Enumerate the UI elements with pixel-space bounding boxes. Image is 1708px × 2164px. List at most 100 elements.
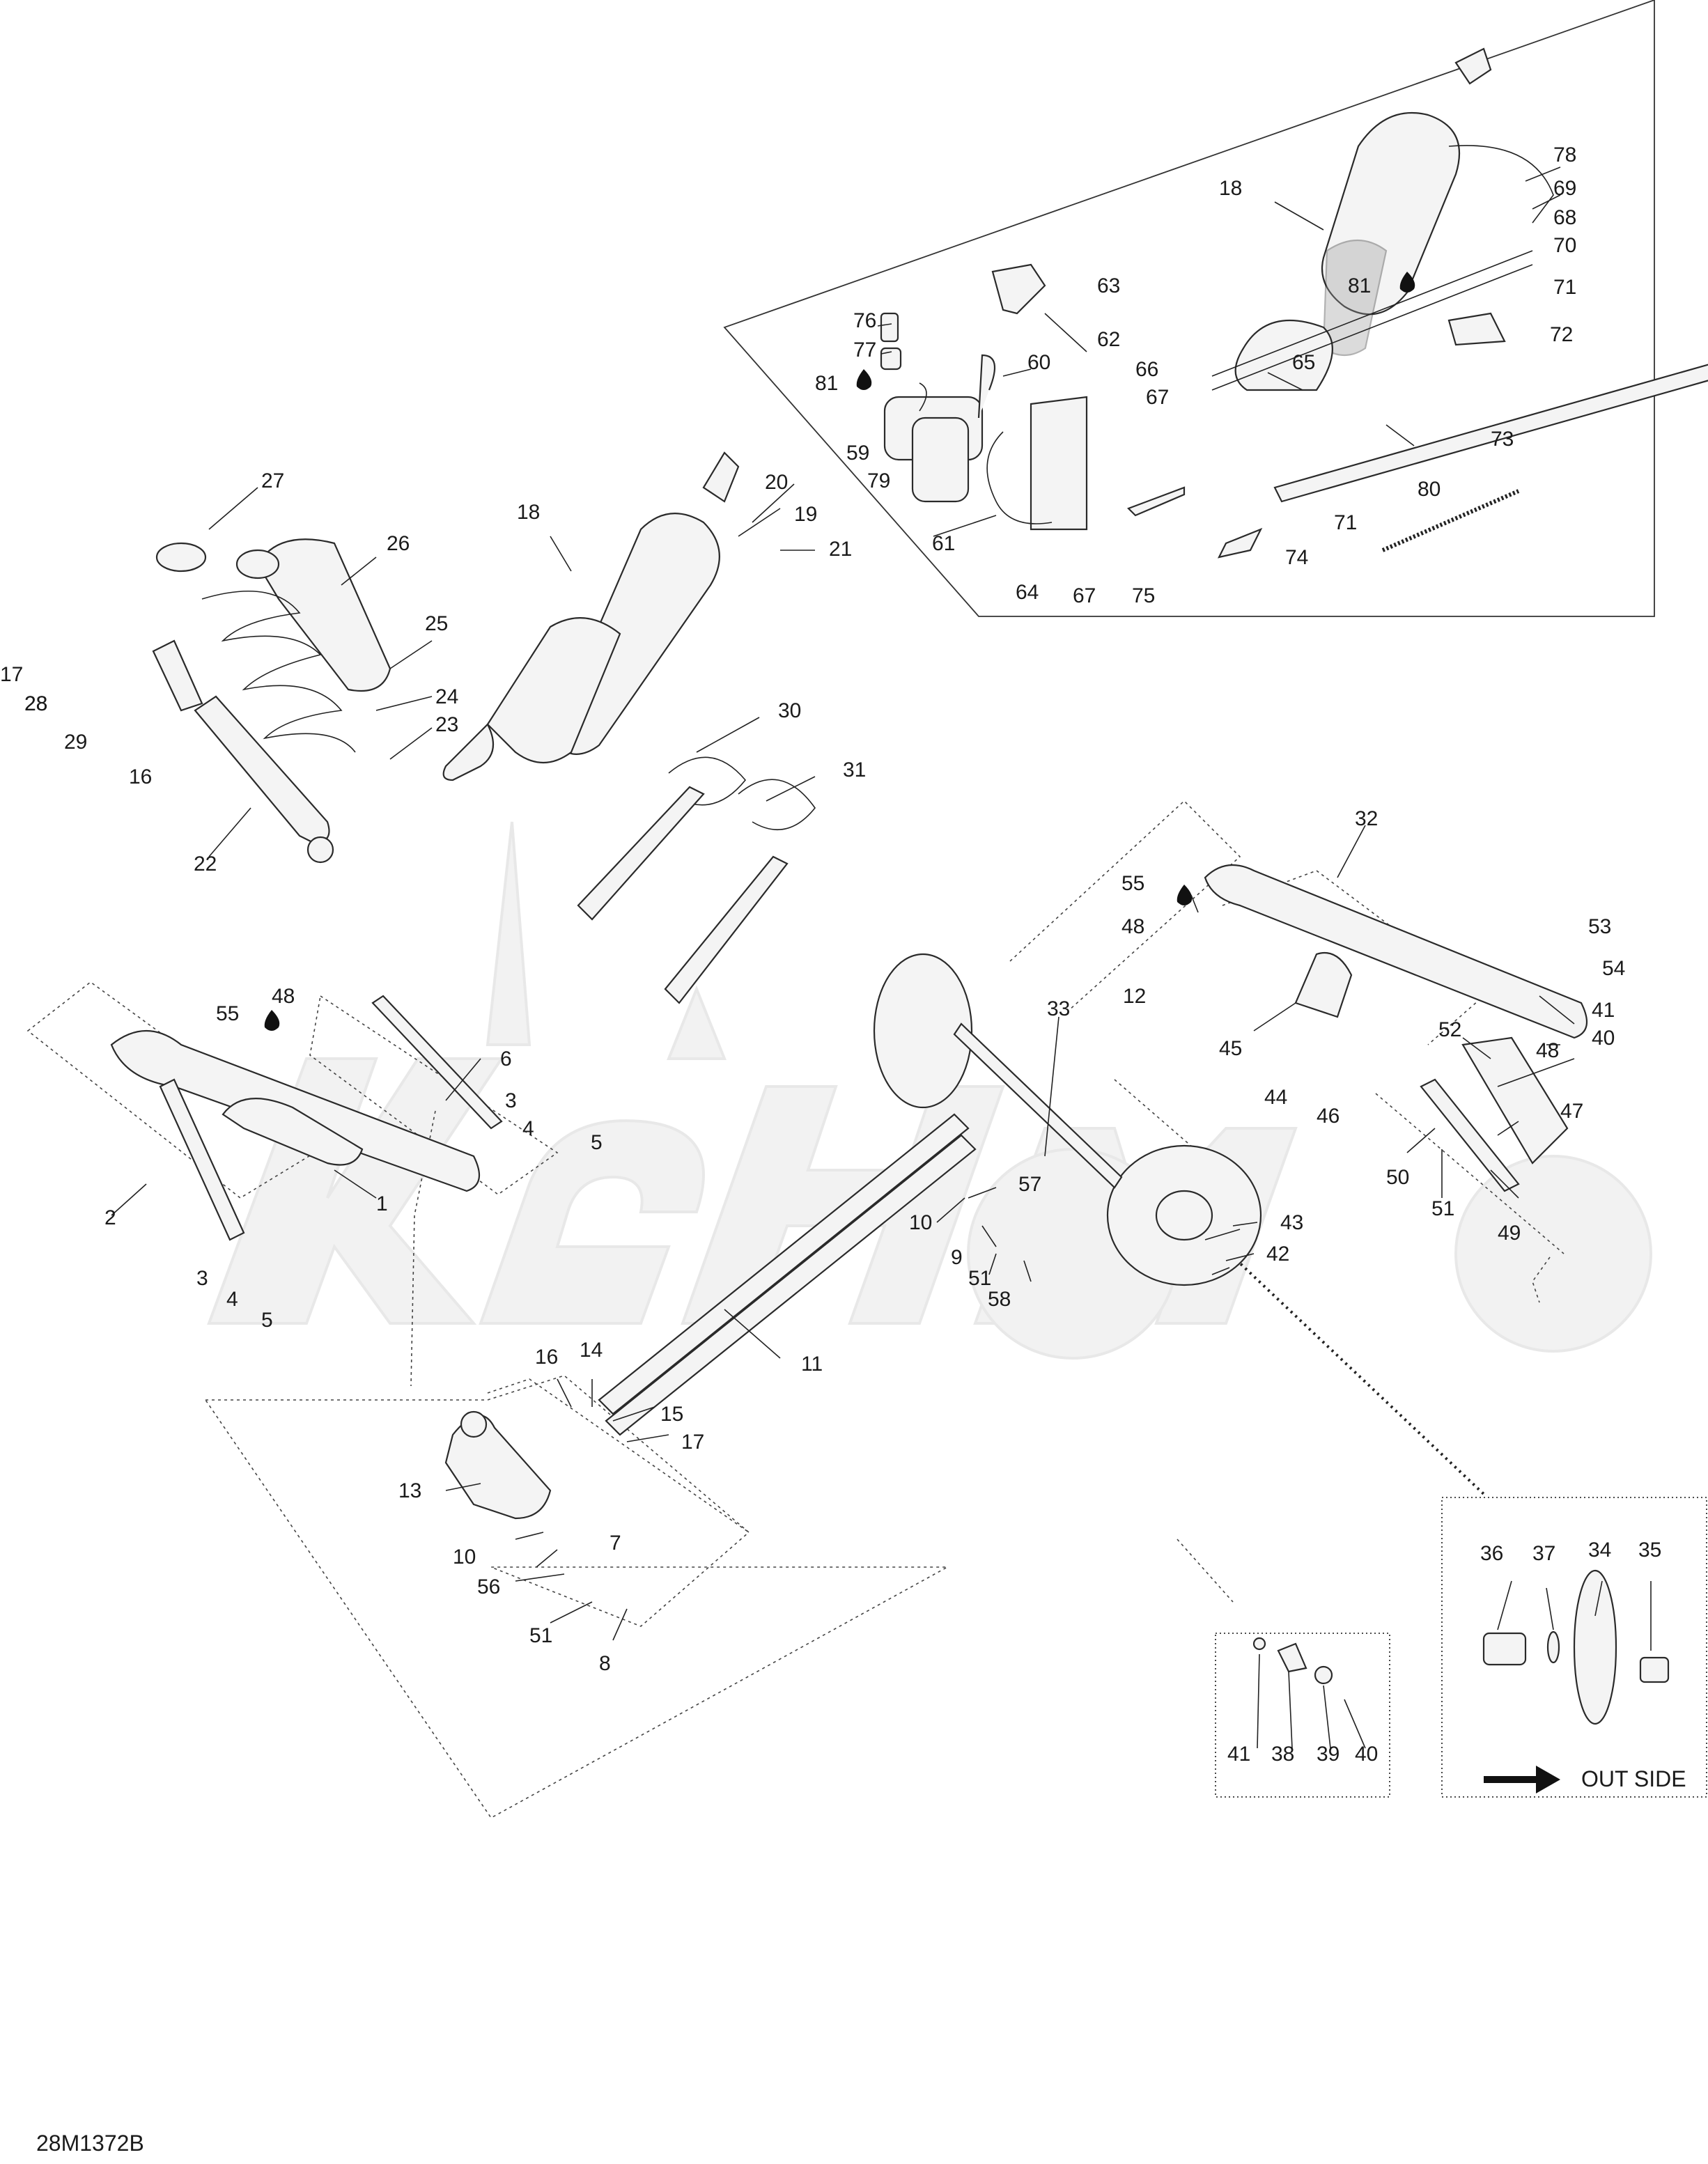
- callout-49: 49: [1498, 1222, 1521, 1245]
- callout-21: 21: [829, 538, 852, 561]
- callout-55-left: 55: [216, 1002, 239, 1025]
- callout-16-left: 16: [129, 765, 152, 788]
- callout-66: 66: [1135, 358, 1158, 381]
- callout-39: 39: [1317, 1743, 1340, 1766]
- callout-41: 41: [1592, 999, 1615, 1022]
- callout-22: 22: [194, 853, 217, 875]
- spring-80: [1381, 489, 1520, 552]
- callout-46: 46: [1317, 1105, 1340, 1128]
- callout-4: 4: [522, 1117, 534, 1140]
- callout-3: 3: [505, 1089, 517, 1112]
- callout-8: 8: [599, 1652, 611, 1675]
- idler-wheel-assembly: [873, 953, 1262, 1286]
- callout-9: 9: [951, 1246, 963, 1269]
- callout-11: 11: [801, 1353, 823, 1376]
- part-drawings: [110, 47, 1708, 1793]
- callout-25: 25: [425, 612, 448, 635]
- callout-59: 59: [846, 442, 869, 465]
- oil-drop-icon: [264, 272, 1415, 1031]
- callout-54: 54: [1602, 957, 1625, 980]
- callout-24: 24: [435, 685, 458, 708]
- callout-18: 18: [517, 501, 540, 524]
- callout-15: 15: [660, 1403, 683, 1426]
- callout-35: 35: [1638, 1539, 1661, 1562]
- rocker-arm: [444, 1410, 552, 1520]
- callout-6: 6: [500, 1048, 512, 1071]
- callout-48: 48: [1536, 1039, 1559, 1062]
- callout-16: 16: [535, 1346, 558, 1369]
- coil-spring-assembly: [152, 538, 391, 864]
- callout-42: 42: [1266, 1243, 1289, 1266]
- callout-leaders: [111, 166, 1652, 1749]
- callout-3-lower: 3: [196, 1267, 208, 1290]
- callout-41-inset: 41: [1227, 1743, 1250, 1766]
- callout-77: 77: [853, 338, 876, 361]
- callout-13: 13: [398, 1479, 421, 1502]
- callout-72: 72: [1550, 323, 1573, 346]
- upper-inset-frame: [723, 0, 1655, 617]
- out-side-label: OUT SIDE: [1581, 1766, 1686, 1791]
- callout-48-left: 48: [272, 985, 295, 1008]
- callout-56: 56: [477, 1575, 500, 1598]
- wheel-inset-frame: [1441, 1497, 1707, 1798]
- callout-18-upper: 18: [1219, 177, 1242, 200]
- callout-34: 34: [1588, 1539, 1611, 1562]
- callout-20: 20: [765, 471, 788, 494]
- callout-45: 45: [1219, 1037, 1242, 1060]
- callout-32: 32: [1355, 807, 1378, 830]
- callout-17-left: 17: [0, 663, 23, 686]
- callout-10-lower: 10: [453, 1546, 476, 1568]
- callout-61: 61: [932, 532, 955, 555]
- callout-65: 65: [1292, 351, 1315, 374]
- callout-81-upper: 81: [1348, 274, 1371, 297]
- callout-75: 75: [1132, 584, 1155, 607]
- callout-76: 76: [853, 309, 876, 332]
- callout-33: 33: [1047, 997, 1070, 1020]
- callout-37: 37: [1532, 1542, 1555, 1565]
- callout-50: 50: [1386, 1166, 1409, 1189]
- callout-48-mid: 48: [1121, 915, 1144, 938]
- motor-bracket: [986, 263, 1088, 531]
- rear-arm: [1204, 864, 1588, 1192]
- callout-labels: 1 2 3 4 5 6 7 8 9 10 11 12 13 14 15 16 1…: [0, 143, 1661, 1766]
- swing-arm-front: [110, 995, 503, 1241]
- callout-79: 79: [867, 469, 890, 492]
- arrow-right-icon: [1484, 1766, 1560, 1793]
- callout-62: 62: [1097, 328, 1120, 351]
- motor-assembly: [880, 312, 996, 503]
- callout-40: 40: [1592, 1027, 1615, 1050]
- wheel-inset-parts: [1252, 1569, 1670, 1725]
- callout-40-inset: 40: [1355, 1743, 1378, 1766]
- callout-64: 64: [1016, 581, 1039, 604]
- callout-55: 55: [1121, 872, 1144, 895]
- callout-10: 10: [909, 1211, 932, 1234]
- roller-inset-frame: [1215, 1633, 1390, 1798]
- callout-78: 78: [1553, 143, 1576, 166]
- callout-30: 30: [778, 699, 801, 722]
- callout-43: 43: [1280, 1211, 1303, 1234]
- callout-60: 60: [1027, 351, 1050, 374]
- document-code: 28M1372B: [36, 2131, 144, 2156]
- shock-absorber-main: [442, 451, 740, 781]
- callout-26: 26: [387, 532, 410, 555]
- callout-5: 5: [591, 1131, 603, 1154]
- callout-71: 71: [1553, 276, 1576, 299]
- callout-53: 53: [1588, 915, 1611, 938]
- callout-14: 14: [580, 1339, 603, 1362]
- callout-67-lower: 67: [1073, 584, 1096, 607]
- callout-27: 27: [261, 469, 284, 492]
- callout-51-mid: 51: [968, 1267, 991, 1290]
- callout-5-lower: 5: [261, 1309, 273, 1332]
- callout-52: 52: [1438, 1018, 1461, 1041]
- callout-1: 1: [376, 1192, 388, 1215]
- callout-81: 81: [815, 372, 838, 395]
- callout-4-lower: 4: [226, 1288, 238, 1311]
- callout-44: 44: [1264, 1086, 1287, 1109]
- torsion-springs: [577, 756, 816, 1004]
- rear-link-rail: [598, 1113, 977, 1436]
- callout-29: 29: [64, 731, 87, 754]
- callout-51-lower: 51: [529, 1624, 552, 1647]
- callout-80: 80: [1418, 478, 1441, 501]
- callout-47: 47: [1560, 1100, 1583, 1123]
